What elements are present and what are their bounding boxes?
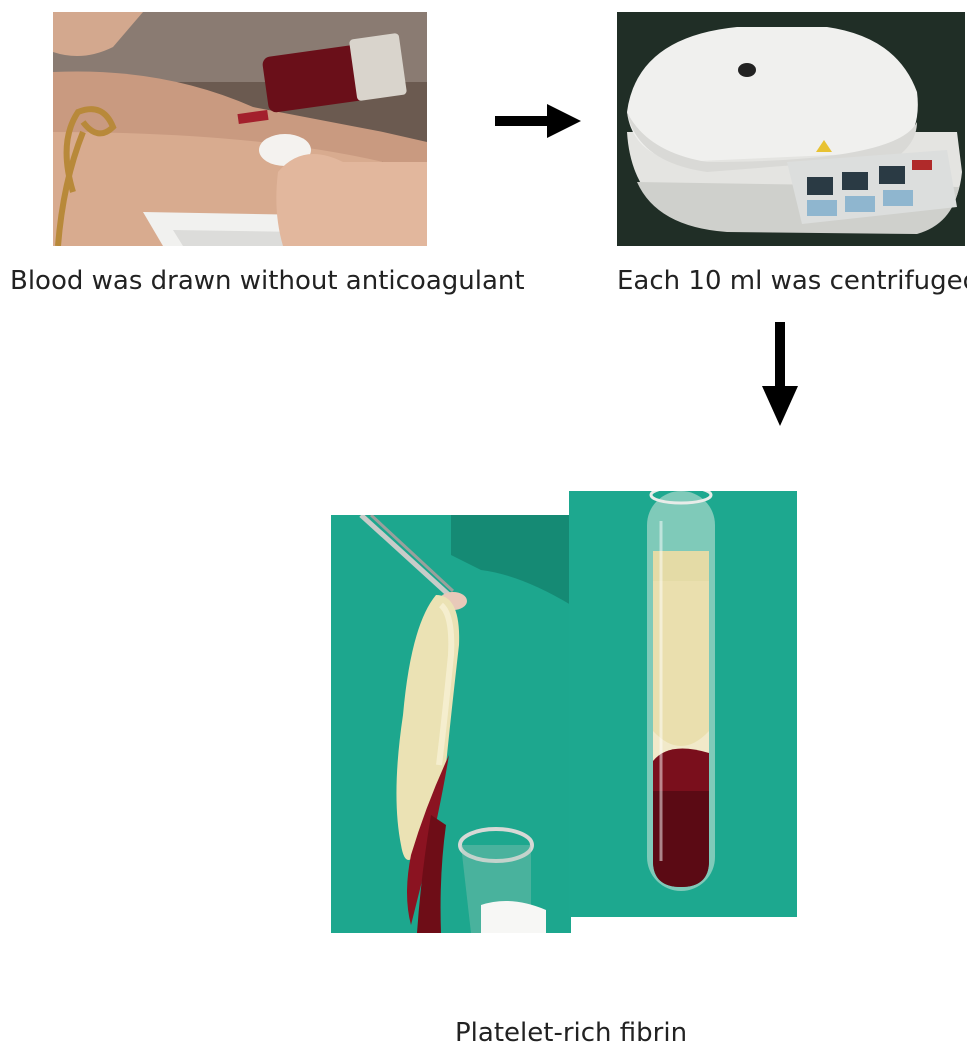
- arrow-right-icon: [495, 104, 581, 138]
- fibrin-clot-photo: [331, 515, 571, 933]
- step-3-caption: Platelet-rich fibrin: [455, 1018, 687, 1048]
- blood-draw-photo: [53, 12, 427, 246]
- step-2-caption: Each 10 ml was centrifuged: [617, 266, 967, 296]
- arrow-down-icon: [762, 322, 798, 426]
- centrifuge-photo: [617, 12, 965, 246]
- step-1-caption: Blood was drawn without anticoagulant: [10, 266, 525, 296]
- test-tube-photo: [569, 491, 797, 917]
